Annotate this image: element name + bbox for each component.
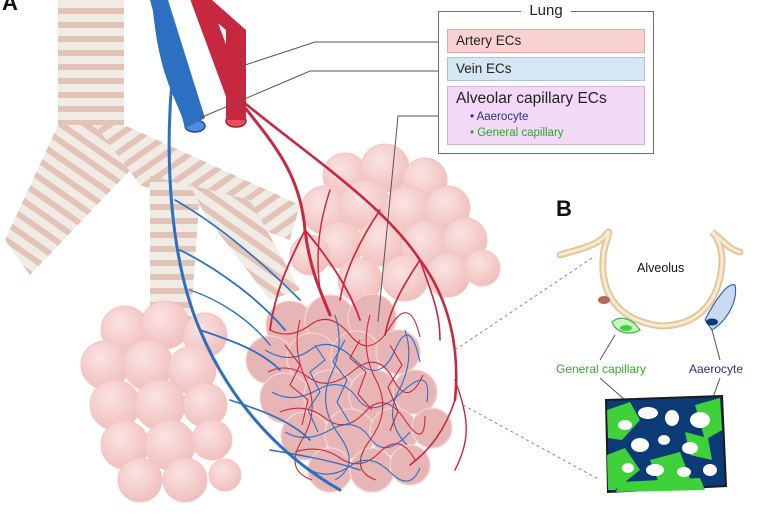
bullet: • [470,127,475,139]
artery-tree [191,0,467,471]
artery-trunk [226,30,246,120]
pneumocyte-nucleus [598,296,610,304]
bullet: • [470,111,475,123]
legend-aerocyte-label: Aaerocyte [476,111,529,123]
artery-upper [190,0,246,30]
legend-vein-label: Vein ECs [456,61,512,76]
vein-trunk [150,0,205,128]
lung-legend: Lung Artery ECs Vein ECs Alveolar capill… [438,2,654,154]
trachea [58,0,124,135]
legend-alveolar-row: Alveolar capillary ECs • Aaerocyte • Gen… [447,86,645,145]
panel-b-letter: B [556,196,572,221]
legend-general-label: General capillary [477,127,564,139]
legend-general-item: • General capillary [470,127,564,139]
alveolus-label: Alveolus [637,261,685,275]
legend-alveolar-label: Alveolar capillary ECs [456,90,607,107]
zoom-lines [454,255,601,481]
legend-vein-row: Vein ECs [447,57,645,81]
legend-artery-label: Artery ECs [456,33,522,48]
airway-tree [5,0,300,330]
alveoli-cluster-left [80,300,242,503]
panel-a-letter: A [2,0,18,15]
aerocyte-label: Aaerocyte [689,362,744,376]
alveoli-cluster-top [289,143,501,303]
capillary-plexus-inset [604,394,728,494]
left-bronchus [5,125,140,275]
panel-b-alveolus [556,228,744,401]
legend-leader-lines [199,41,446,323]
capillary-mesh [264,312,429,482]
middle-bronchus [190,185,300,300]
general-capillary-label: General capillary [556,362,647,376]
legend-aerocyte-item: • Aaerocyte [470,111,528,123]
legend-artery-row: Artery ECs [447,29,645,53]
legend-title: Lung [521,2,571,19]
